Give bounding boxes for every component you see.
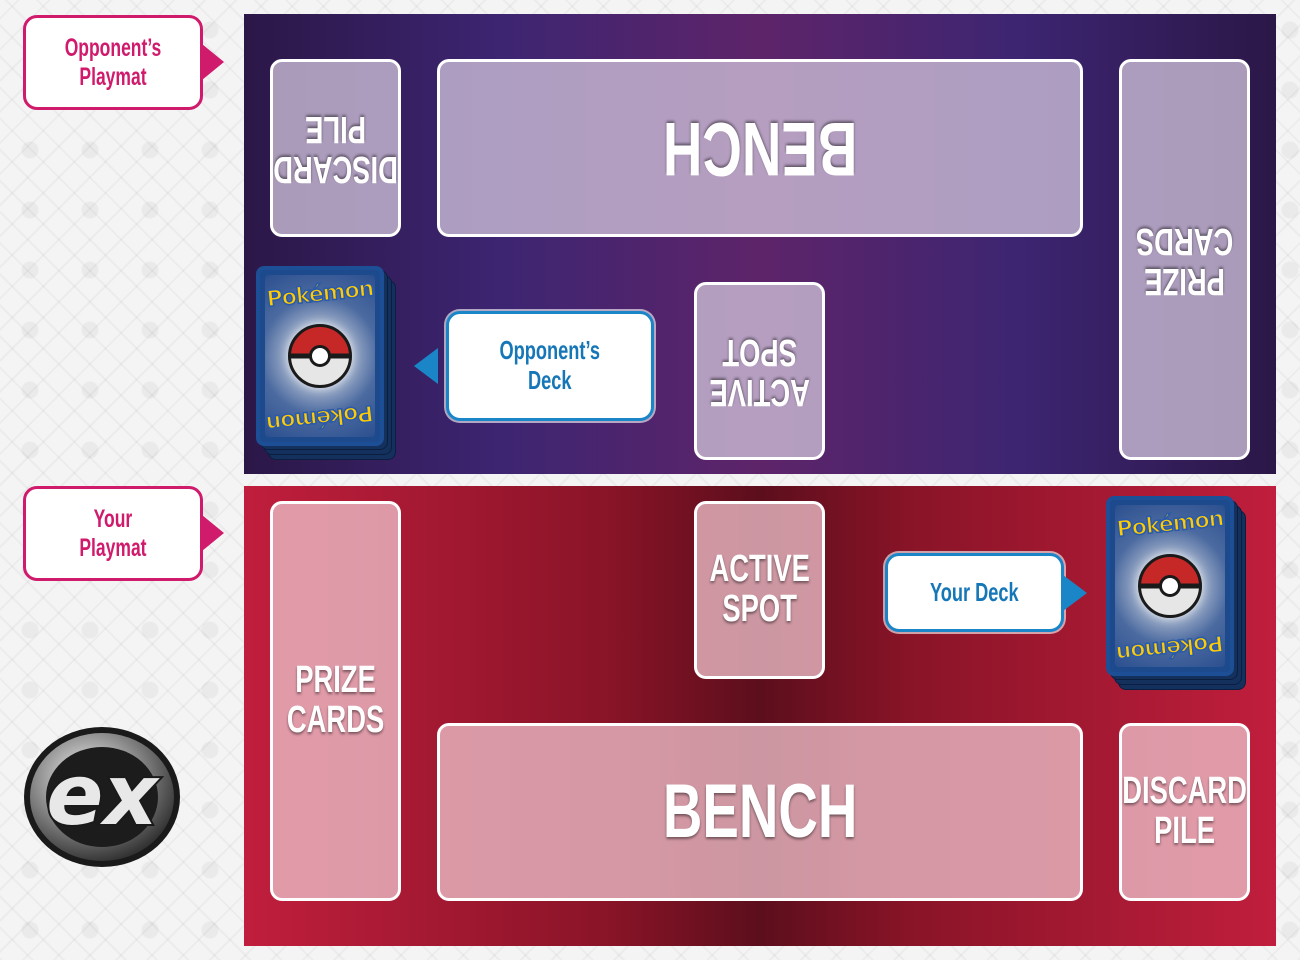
your-playmat: PRIZE CARDS ACTIVE SPOT BENCH DISCARD PI…	[244, 486, 1276, 946]
opponent-discard-label-line2: PILE	[305, 108, 366, 150]
opponent-active-label-line1: ACTIVE	[709, 370, 810, 413]
pokeball-icon	[1138, 554, 1202, 618]
your-active-label-line2: SPOT	[722, 588, 797, 630]
opponent-playmat: DISCARD PILE BENCH PRIZE CARDS ACTIVE SP…	[244, 14, 1276, 474]
pokeball-icon	[288, 324, 352, 388]
opponent-deck-label-line1: Opponent’s	[499, 335, 601, 366]
your-playmat-callout: Your Playmat	[23, 486, 203, 581]
your-deck-arrow	[1063, 575, 1087, 611]
your-prize-cards-zone: PRIZE CARDS	[270, 501, 401, 901]
your-bench-label: BENCH	[662, 769, 858, 855]
opponent-bench-label: BENCH	[662, 105, 858, 191]
opponent-deck-callout: Opponent’s Deck	[446, 311, 654, 421]
opponent-active-label-line2: SPOT	[722, 331, 797, 373]
your-deck-callout: Your Deck	[885, 553, 1064, 632]
opponent-bench-zone: BENCH	[437, 59, 1083, 237]
opponent-deck-image: Pokémon Pokémon	[256, 266, 396, 462]
your-prize-label-line1: PRIZE	[295, 659, 376, 702]
opponent-prize-cards-zone: PRIZE CARDS	[1119, 59, 1250, 460]
your-playmat-label-line2: Playmat	[79, 533, 147, 562]
your-bench-zone: BENCH	[437, 723, 1083, 901]
your-playmat-label-line1: Your	[93, 504, 133, 533]
your-discard-label-line1: DISCARD	[1122, 770, 1247, 813]
your-discard-pile-zone: DISCARD PILE	[1119, 723, 1250, 901]
opponent-active-spot-zone: ACTIVE SPOT	[694, 282, 825, 460]
opponent-playmat-label-line1: Opponent’s	[64, 33, 162, 62]
opponent-discard-pile-zone: DISCARD PILE	[270, 59, 401, 237]
your-active-spot-zone: ACTIVE SPOT	[694, 501, 825, 679]
opponent-playmat-arrow	[202, 44, 224, 80]
opponent-playmat-callout: Opponent’s Playmat	[23, 15, 203, 110]
ex-emblem-logo: ex	[24, 727, 180, 867]
opponent-prize-label-line2: CARDS	[1135, 219, 1234, 262]
opponent-deck-label-line2: Deck	[528, 365, 572, 395]
your-discard-label-line2: PILE	[1154, 810, 1215, 852]
your-deck-image: Pokémon Pokémon	[1106, 496, 1246, 692]
opponent-prize-label-line1: PRIZE	[1144, 259, 1225, 302]
your-deck-label: Your Deck	[930, 576, 1019, 607]
your-playmat-arrow	[202, 515, 224, 551]
your-prize-label-line2: CARDS	[286, 699, 385, 741]
opponent-playmat-label-line2: Playmat	[79, 62, 147, 91]
your-active-label-line1: ACTIVE	[709, 548, 810, 591]
ex-emblem-text: ex	[46, 746, 160, 844]
opponent-discard-label-line1: DISCARD	[273, 147, 398, 190]
opponent-deck-arrow	[414, 348, 438, 384]
